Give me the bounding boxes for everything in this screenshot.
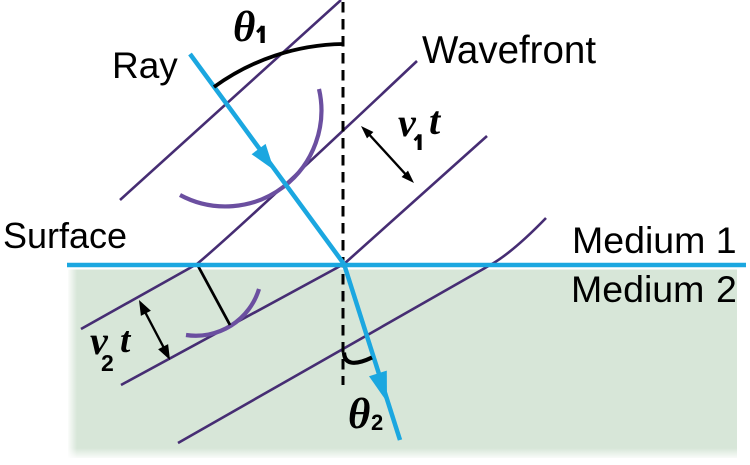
- svg-text:θ: θ: [348, 391, 370, 438]
- svg-text:Medium: Medium: [571, 268, 704, 310]
- svg-text:2: 2: [101, 350, 114, 376]
- svg-text:Medium 1: Medium 1: [572, 219, 737, 261]
- svg-text:Ray: Ray: [112, 45, 178, 86]
- svg-text:2: 2: [716, 268, 737, 310]
- svg-text:v: v: [90, 318, 109, 363]
- svg-text:θ: θ: [233, 4, 255, 51]
- svg-text:Wavefront: Wavefront: [422, 29, 596, 72]
- svg-text:t: t: [120, 320, 132, 361]
- svg-text:v: v: [398, 100, 417, 145]
- svg-text:t: t: [429, 98, 442, 143]
- svg-text:2: 2: [371, 410, 383, 435]
- svg-text:Surface: Surface: [3, 215, 127, 256]
